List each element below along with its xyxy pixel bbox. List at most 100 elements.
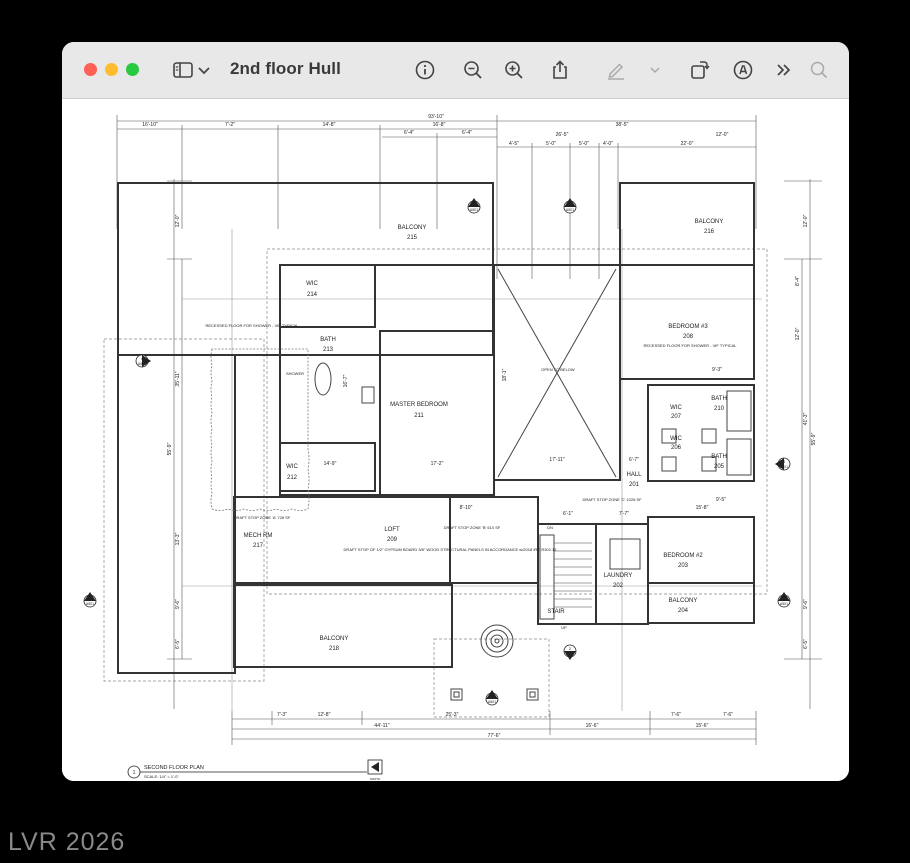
north-arrow-icon: [367, 759, 383, 775]
svg-text:16'-6": 16'-6": [586, 723, 599, 729]
svg-text:LOFT: LOFT: [384, 527, 400, 533]
svg-text:4: 4: [783, 459, 786, 464]
svg-text:14'-9": 14'-9": [324, 461, 337, 467]
svg-text:BATH: BATH: [320, 337, 336, 343]
svg-text:LAUNDRY: LAUNDRY: [604, 573, 633, 579]
share-icon[interactable]: [548, 58, 572, 82]
svg-text:204: 204: [678, 608, 689, 614]
svg-text:DRAFT STOP ZONE 'A' 728 SF: DRAFT STOP ZONE 'A' 728 SF: [234, 515, 291, 520]
svg-text:6'-1": 6'-1": [563, 511, 573, 517]
svg-text:DN: DN: [547, 525, 553, 530]
svg-text:17'-2": 17'-2": [431, 461, 444, 467]
svg-text:HALL: HALL: [626, 472, 642, 478]
svg-text:13'-3": 13'-3": [175, 532, 181, 545]
preview-window: 2nd floor Hull: [62, 42, 849, 781]
minimize-button[interactable]: [105, 63, 118, 76]
section-tag-3-top: 3 A501: [467, 198, 481, 214]
svg-text:12'-0": 12'-0": [803, 214, 809, 227]
svg-text:208: 208: [683, 334, 694, 340]
title-bar: 2nd floor Hull: [62, 42, 849, 99]
svg-text:A501: A501: [780, 465, 788, 469]
markup-pen-icon[interactable]: [604, 58, 628, 82]
svg-text:BEDROOM #2: BEDROOM #2: [663, 553, 703, 559]
chevron-down-icon[interactable]: [196, 58, 212, 82]
section-tag-4-left: 4 A501: [135, 354, 151, 368]
svg-text:SECOND FLOOR PLAN: SECOND FLOOR PLAN: [144, 765, 204, 771]
search-icon[interactable]: [807, 58, 831, 82]
info-icon[interactable]: [413, 58, 437, 82]
svg-text:A501: A501: [566, 652, 574, 656]
svg-text:16'-10": 16'-10": [142, 122, 158, 128]
svg-text:A501: A501: [488, 700, 496, 704]
svg-text:38'-5": 38'-5": [616, 122, 629, 128]
svg-text:211: 211: [414, 413, 424, 419]
svg-text:55'-9": 55'-9": [811, 432, 817, 445]
svg-text:BALCONY: BALCONY: [695, 219, 724, 225]
chevron-down-icon[interactable]: [648, 58, 662, 82]
svg-text:2: 2: [569, 646, 572, 651]
svg-text:STAIR: STAIR: [547, 609, 565, 615]
svg-text:12'-0": 12'-0": [175, 214, 181, 227]
section-tag-1-left: 1 A501: [83, 592, 97, 608]
more-icon[interactable]: [772, 58, 796, 82]
svg-text:7'-6": 7'-6": [723, 712, 733, 718]
svg-text:DRAFT STOP ZONE 'B' 610 SF: DRAFT STOP ZONE 'B' 610 SF: [444, 525, 501, 530]
svg-text:22'-0": 22'-0": [681, 141, 694, 147]
svg-text:205: 205: [714, 464, 725, 470]
svg-text:WIC: WIC: [286, 464, 298, 470]
floor-plan-drawing: BALCONY 215 BALCONY 216 WIC 214 BATH 213…: [83, 114, 822, 781]
svg-text:MASTER BEDROOM: MASTER BEDROOM: [390, 402, 448, 408]
svg-text:217: 217: [253, 543, 264, 549]
svg-text:206: 206: [671, 445, 682, 451]
svg-text:9'-5": 9'-5": [716, 497, 726, 503]
svg-text:2: 2: [569, 202, 572, 207]
svg-text:4: 4: [141, 356, 144, 361]
annotate-icon[interactable]: [731, 58, 755, 82]
svg-text:A501: A501: [780, 602, 788, 606]
svg-text:WIC: WIC: [670, 405, 682, 411]
svg-text:9'-6": 9'-6": [803, 599, 809, 609]
svg-text:A501: A501: [470, 208, 478, 212]
svg-text:BALCONY: BALCONY: [320, 636, 349, 642]
watermark: LVR 2026: [8, 828, 126, 856]
section-tag-1-right: 1 A501: [777, 592, 791, 608]
svg-text:1: 1: [783, 596, 786, 601]
svg-text:213: 213: [323, 347, 334, 353]
svg-text:207: 207: [671, 414, 682, 420]
svg-text:9'-6": 9'-6": [175, 599, 181, 609]
svg-text:55'-9": 55'-9": [167, 442, 173, 455]
svg-text:4'-0": 4'-0": [603, 141, 613, 147]
svg-text:BATH: BATH: [711, 396, 727, 402]
svg-text:8'-4": 8'-4": [795, 276, 801, 286]
svg-text:SCALE: 1/4" = 1'-0": SCALE: 1/4" = 1'-0": [144, 774, 179, 779]
section-tag-2-top: 2 A501: [563, 198, 577, 214]
svg-text:18'-1": 18'-1": [502, 368, 508, 381]
svg-text:203: 203: [678, 563, 689, 569]
zoom-button[interactable]: [126, 63, 139, 76]
svg-text:MECH RM: MECH RM: [244, 533, 273, 539]
svg-text:16'-7": 16'-7": [343, 374, 349, 387]
document-view[interactable]: BALCONY 215 BALCONY 216 WIC 214 BATH 213…: [62, 99, 849, 781]
sidebar-icon[interactable]: [171, 58, 195, 82]
svg-text:214: 214: [307, 292, 318, 298]
svg-text:SHOWER: SHOWER: [286, 371, 304, 376]
svg-text:WIC: WIC: [670, 436, 682, 442]
svg-text:NORTH: NORTH: [370, 777, 381, 781]
svg-text:5'-0": 5'-0": [546, 141, 556, 147]
close-button[interactable]: [84, 63, 97, 76]
zoom-out-icon[interactable]: [461, 58, 485, 82]
rotate-icon[interactable]: [687, 58, 711, 82]
plan-title-block: 1 SECOND FLOOR PLAN SCALE: 1/4" = 1'-0" …: [127, 759, 383, 781]
svg-text:9'-3": 9'-3": [712, 367, 722, 373]
svg-text:6'-5": 6'-5": [175, 639, 181, 649]
window-title: 2nd floor Hull: [230, 59, 341, 78]
section-tag-2-bottom: 2 A501: [563, 644, 577, 660]
svg-text:14'-8": 14'-8": [323, 122, 336, 128]
zoom-in-icon[interactable]: [502, 58, 526, 82]
svg-text:12'-0": 12'-0": [795, 327, 801, 340]
svg-text:RECESSED FLOOR FOR SHOWER - VI: RECESSED FLOOR FOR SHOWER - VIF TYPICAL: [643, 343, 737, 348]
svg-text:A501: A501: [138, 362, 146, 366]
svg-text:210: 210: [714, 406, 725, 412]
svg-text:A501: A501: [86, 602, 94, 606]
svg-text:15'-8": 15'-8": [696, 505, 709, 511]
